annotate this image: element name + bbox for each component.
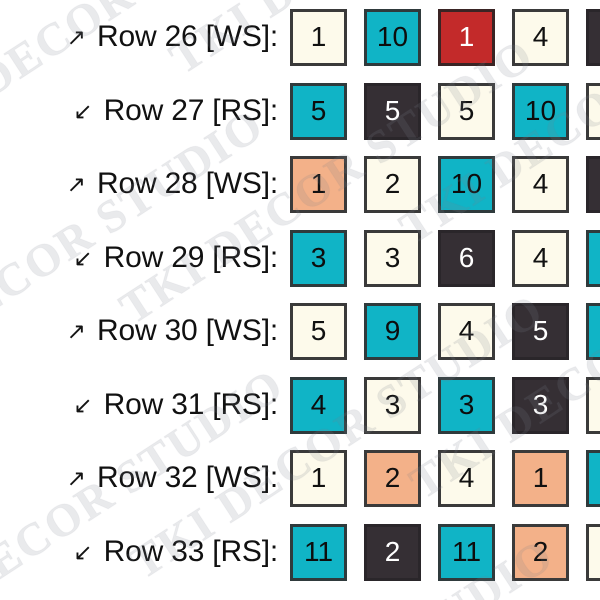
row-name-text: Row 31 [RS]: (103, 388, 279, 421)
arrow-down-left-icon: ↙ (73, 245, 93, 272)
stitch-cell[interactable]: 2 (364, 523, 421, 581)
chart-row[interactable]: ↗Row 30 [WS]:59451 (0, 294, 600, 368)
stitch-cell[interactable]: 1 (290, 449, 347, 507)
arrow-up-right-icon: ↗ (66, 24, 87, 51)
stitch-cell[interactable]: 5 (438, 82, 495, 140)
stitch-cell[interactable]: 5 (290, 302, 347, 360)
stitch-cell-group: 33649 (290, 229, 600, 287)
chart-row[interactable]: ↙Row 33 [RS]:1121123 (0, 515, 600, 589)
stitch-cell[interactable]: 4 (512, 155, 569, 213)
stitch-cell[interactable]: 1 (438, 8, 495, 66)
stitch-cell[interactable]: 3 (586, 523, 600, 581)
arrow-down-left-icon: ↙ (73, 392, 93, 419)
stitch-cell[interactable]: 4 (290, 376, 347, 434)
row-label: ↗ Row 30 [WS]: (0, 314, 290, 348)
row-label: ↙ Row 33 [RS]: (0, 535, 290, 569)
stitch-cell[interactable]: 11 (290, 523, 347, 581)
chart-row[interactable]: ↙Row 31 [RS]:43331 (0, 368, 600, 442)
stitch-cell-group: 43331 (290, 376, 600, 434)
stitch-cell[interactable]: 1 (586, 302, 600, 360)
stitch-cell[interactable]: 2 (586, 82, 600, 140)
arrow-up-right-icon: ↗ (66, 318, 87, 345)
row-label: ↙ Row 31 [RS]: (0, 388, 290, 422)
chart-row[interactable]: ↙Row 29 [RS]:33649 (0, 221, 600, 295)
row-name-text: Row 29 [RS]: (103, 241, 279, 274)
chart-row[interactable]: ↗Row 32 [WS]:124111 (0, 441, 600, 515)
stitch-cell[interactable]: 3 (290, 229, 347, 287)
stitch-cell-group: 1121123 (290, 523, 600, 581)
stitch-cell[interactable]: 2 (364, 449, 421, 507)
stitch-cell[interactable]: 5 (586, 155, 600, 213)
arrow-up-right-icon: ↗ (66, 465, 87, 492)
stitch-cell-group: 59451 (290, 302, 600, 360)
row-label: ↗ Row 32 [WS]: (0, 461, 290, 495)
stitch-cell[interactable]: 1 (290, 155, 347, 213)
stitch-cell[interactable]: 5 (290, 82, 347, 140)
row-label: ↗ Row 26 [WS]: (0, 20, 290, 54)
row-name-text: Row 33 [RS]: (103, 535, 279, 568)
stitch-cell[interactable]: 10 (512, 82, 569, 140)
chart-row[interactable]: ↗Row 26 [WS]:110146 (0, 0, 600, 74)
stitch-cell[interactable]: 3 (364, 229, 421, 287)
row-name-text: Row 27 [RS]: (103, 94, 279, 127)
stitch-cell[interactable]: 9 (364, 302, 421, 360)
stitch-cell[interactable]: 3 (512, 376, 569, 434)
stitch-cell[interactable]: 4 (512, 8, 569, 66)
stitch-cell[interactable]: 5 (364, 82, 421, 140)
stitch-cell[interactable]: 2 (364, 155, 421, 213)
row-name-text: Row 28 [WS]: (97, 167, 278, 200)
stitch-cell[interactable]: 9 (586, 229, 600, 287)
row-name-text: Row 26 [WS]: (97, 20, 278, 53)
stitch-cell-group: 555102 (290, 82, 600, 140)
arrow-up-right-icon: ↗ (66, 171, 87, 198)
stitch-cell[interactable]: 3 (438, 376, 495, 434)
stitch-cell[interactable]: 1 (586, 376, 600, 434)
stitch-cell[interactable]: 10 (364, 8, 421, 66)
stitch-cell[interactable]: 11 (586, 449, 600, 507)
stitch-cell[interactable]: 6 (586, 8, 600, 66)
chart-row[interactable]: ↙Row 27 [RS]:555102 (0, 74, 600, 148)
stitch-cell[interactable]: 1 (290, 8, 347, 66)
stitch-cell[interactable]: 10 (438, 155, 495, 213)
stitch-cell[interactable]: 3 (364, 376, 421, 434)
stitch-cell-group: 124111 (290, 449, 600, 507)
stitch-cell-group: 12 10 45 (290, 155, 600, 213)
stitch-cell[interactable]: 6 (438, 229, 495, 287)
row-name-text: Row 32 [WS]: (97, 461, 278, 494)
arrow-down-left-icon: ↙ (73, 98, 93, 125)
stitch-cell[interactable]: 2 (512, 523, 569, 581)
chart-row[interactable]: ↗ Row 28 [WS]: 12 10 45 (0, 147, 600, 221)
stitch-cell[interactable]: 4 (438, 449, 495, 507)
stitch-cell[interactable]: 11 (438, 523, 495, 581)
stitch-cell-group: 110146 (290, 8, 600, 66)
row-name-text: Row 30 [WS]: (97, 314, 278, 347)
stitch-cell[interactable]: 1 (512, 449, 569, 507)
arrow-down-left-icon: ↙ (73, 539, 93, 566)
row-label: ↗ Row 28 [WS]: (0, 167, 290, 201)
row-label: ↙ Row 29 [RS]: (0, 241, 290, 275)
stitch-cell[interactable]: 5 (512, 302, 569, 360)
stitch-cell[interactable]: 4 (512, 229, 569, 287)
row-label: ↙ Row 27 [RS]: (0, 94, 290, 128)
stitch-cell[interactable]: 4 (438, 302, 495, 360)
